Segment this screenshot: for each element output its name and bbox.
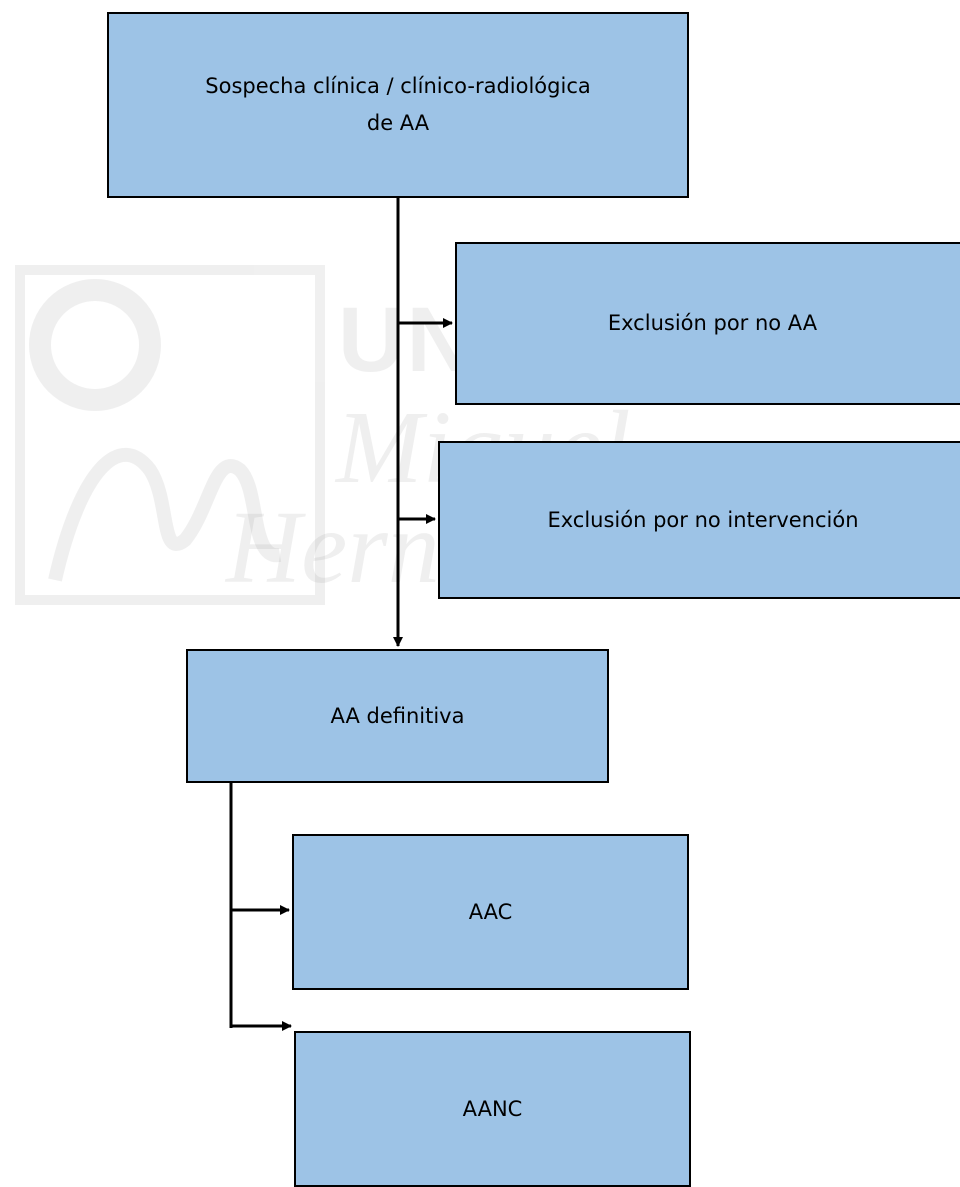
node-aac-label: AAC <box>468 899 513 924</box>
node-definitive-aa: AA definitiva <box>186 649 609 783</box>
node-exclusion-no-intervention: Exclusión por no intervención <box>438 441 960 599</box>
node-definitive-aa-label: AA definitiva <box>330 703 465 728</box>
node-exclusion-no-aa: Exclusión por no AA <box>455 242 960 405</box>
node-aac: AAC <box>292 834 689 990</box>
node-exclusion-no-aa-label: Exclusión por no AA <box>607 311 818 336</box>
node-aanc: AANC <box>294 1031 691 1187</box>
node-clinical-suspicion-label: Sospecha clínica / clínico-radiológica d… <box>205 74 591 135</box>
node-exclusion-no-intervention-label: Exclusión por no intervención <box>547 507 859 532</box>
node-clinical-suspicion: Sospecha clínica / clínico-radiológica d… <box>107 12 689 198</box>
node-aanc-label: AANC <box>462 1096 523 1121</box>
